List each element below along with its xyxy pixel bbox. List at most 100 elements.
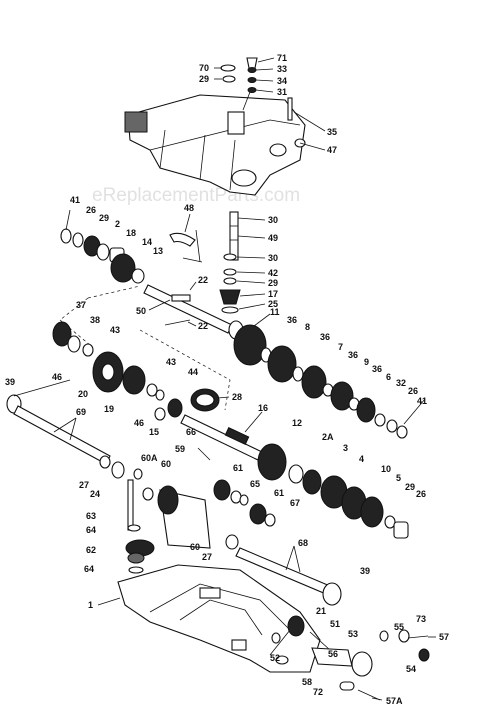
callout-61: 61 bbox=[233, 463, 243, 473]
callout-29-d: 29 bbox=[405, 482, 415, 492]
callout-30: 30 bbox=[268, 215, 278, 225]
callout-38: 38 bbox=[90, 315, 100, 325]
callout-22-b: 22 bbox=[198, 321, 208, 331]
callout-59: 59 bbox=[175, 444, 185, 454]
callout-27-b: 27 bbox=[202, 552, 212, 562]
callout-21: 21 bbox=[316, 606, 326, 616]
callout-30-b: 30 bbox=[268, 253, 278, 263]
splined-shaft bbox=[180, 414, 263, 461]
callout-67: 67 bbox=[290, 498, 300, 508]
callout-47: 47 bbox=[327, 145, 337, 155]
shift-fork bbox=[169, 229, 203, 263]
callout-1: 1 bbox=[88, 600, 93, 610]
left-gear-stack bbox=[60, 228, 145, 284]
bottom-right-parts bbox=[271, 615, 430, 701]
callout-46-b: 46 bbox=[134, 418, 144, 428]
callout-29: 29 bbox=[199, 74, 209, 84]
callout-7: 7 bbox=[338, 342, 343, 352]
callout-69: 69 bbox=[76, 407, 86, 417]
callout-34: 34 bbox=[277, 76, 287, 86]
callout-3: 3 bbox=[343, 443, 348, 453]
callout-66: 66 bbox=[186, 427, 196, 437]
callout-13: 13 bbox=[153, 246, 163, 256]
callout-43-b: 43 bbox=[166, 357, 176, 367]
callout-60-b: 60 bbox=[190, 542, 200, 552]
callout-27: 27 bbox=[79, 480, 89, 490]
callout-68: 68 bbox=[298, 538, 308, 548]
callout-24: 24 bbox=[90, 489, 100, 499]
callout-2: 2 bbox=[115, 219, 120, 229]
callout-63: 63 bbox=[86, 511, 96, 521]
callout-5: 5 bbox=[396, 473, 401, 483]
top-cover-housing bbox=[124, 94, 306, 196]
callout-22: 22 bbox=[198, 275, 208, 285]
callout-4: 4 bbox=[359, 454, 364, 464]
callout-70: 70 bbox=[199, 63, 209, 73]
callout-6: 6 bbox=[386, 372, 391, 382]
callout-20: 20 bbox=[78, 389, 88, 399]
callout-58: 58 bbox=[302, 677, 312, 687]
callout-33: 33 bbox=[277, 64, 287, 74]
callout-29-b: 29 bbox=[99, 213, 109, 223]
right-gear-row-upper bbox=[233, 324, 408, 439]
left-axle bbox=[6, 394, 125, 479]
callout-25: 25 bbox=[268, 299, 278, 309]
lower-case-housing bbox=[117, 564, 321, 673]
callout-41: 41 bbox=[70, 195, 80, 205]
differential-assembly bbox=[133, 447, 276, 549]
callout-26-b: 26 bbox=[408, 386, 418, 396]
callout-41-b: 41 bbox=[417, 396, 427, 406]
callout-36-b: 36 bbox=[320, 332, 330, 342]
callout-28: 28 bbox=[232, 392, 242, 402]
callout-15: 15 bbox=[149, 427, 159, 437]
callout-51: 51 bbox=[330, 619, 340, 629]
callout-39-b: 39 bbox=[360, 566, 370, 576]
callout-31: 31 bbox=[277, 87, 287, 97]
callout-55: 55 bbox=[394, 622, 404, 632]
bevel-gear-parts bbox=[219, 253, 241, 314]
callout-2A: 2A bbox=[322, 432, 334, 442]
callout-39: 39 bbox=[5, 377, 15, 387]
callout-62: 62 bbox=[86, 545, 96, 555]
callout-32: 32 bbox=[396, 378, 406, 388]
callout-36-d: 36 bbox=[372, 364, 382, 374]
callout-46: 46 bbox=[52, 372, 62, 382]
callout-29-c: 29 bbox=[268, 278, 278, 288]
main-shaft bbox=[143, 284, 244, 340]
callout-57A: 57A bbox=[386, 696, 403, 706]
top-cap-parts bbox=[220, 57, 293, 121]
callout-12: 12 bbox=[292, 418, 302, 428]
callout-leader-lines bbox=[13, 57, 436, 701]
callout-36: 36 bbox=[287, 315, 297, 325]
watermark-text: eReplacementParts.com bbox=[92, 185, 300, 206]
callout-37: 37 bbox=[76, 300, 86, 310]
callout-16: 16 bbox=[258, 403, 268, 413]
callout-56: 56 bbox=[328, 649, 338, 659]
right-gear-row-lower bbox=[257, 443, 409, 539]
callout-61-b: 61 bbox=[274, 488, 284, 498]
callout-26: 26 bbox=[86, 205, 96, 215]
vertical-shaft bbox=[229, 211, 239, 261]
callout-60: 60 bbox=[161, 459, 171, 469]
callout-73: 73 bbox=[416, 614, 426, 624]
right-axle bbox=[225, 534, 342, 606]
callout-48: 48 bbox=[184, 203, 194, 213]
callout-26-c: 26 bbox=[416, 489, 426, 499]
callout-14: 14 bbox=[142, 237, 152, 247]
callout-50: 50 bbox=[136, 306, 146, 316]
callout-57: 57 bbox=[439, 632, 449, 642]
callout-35: 35 bbox=[327, 127, 337, 137]
callout-10: 10 bbox=[381, 464, 391, 474]
callout-18: 18 bbox=[126, 228, 136, 238]
callout-36-c: 36 bbox=[348, 350, 358, 360]
callout-65: 65 bbox=[250, 479, 260, 489]
callout-60A: 60A bbox=[141, 453, 158, 463]
drive-chain bbox=[154, 388, 220, 421]
callout-11: 11 bbox=[270, 307, 280, 317]
callout-72: 72 bbox=[313, 687, 323, 697]
callout-42: 42 bbox=[268, 268, 278, 278]
callout-52: 52 bbox=[270, 653, 280, 663]
callout-64: 64 bbox=[86, 525, 96, 535]
callout-8: 8 bbox=[305, 322, 310, 332]
callout-54: 54 bbox=[406, 664, 416, 674]
